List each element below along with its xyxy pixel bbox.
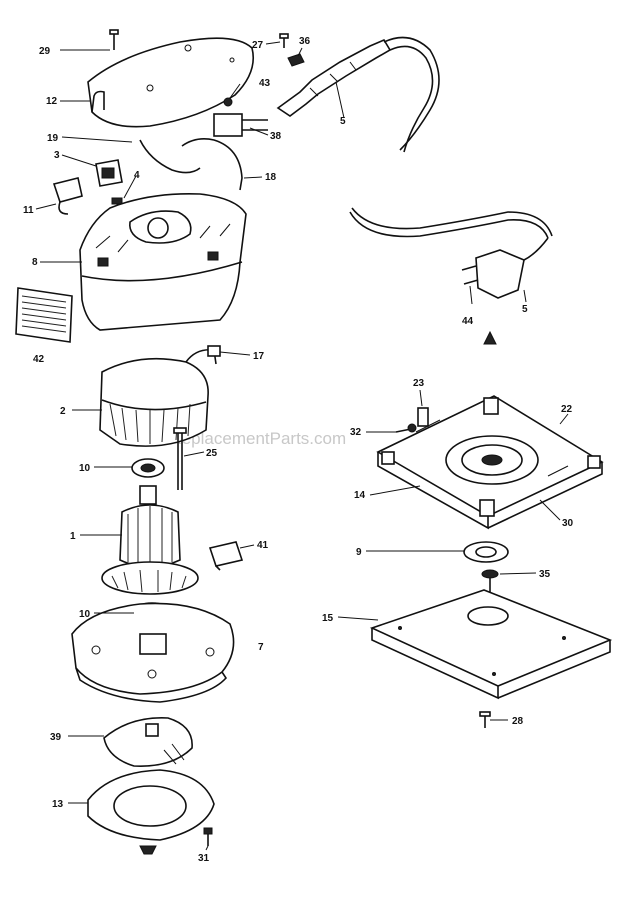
counterweight-39 [103, 717, 193, 767]
screw-35 [481, 569, 499, 596]
callout-13: 13 [52, 799, 64, 810]
pin-23 [417, 407, 429, 427]
power-cord-top [276, 36, 440, 153]
gear-case-7 [71, 602, 235, 703]
callout-28: 28 [512, 716, 524, 727]
callout-18: 18 [265, 172, 277, 183]
callout-42: 42 [33, 354, 45, 365]
callout-35: 35 [539, 569, 551, 580]
motor-housing-8 [79, 192, 247, 331]
screw-28 [479, 711, 491, 728]
nut-bottom [139, 845, 157, 855]
bearing-10-upper [131, 458, 165, 478]
leader-lines [35, 41, 569, 851]
callout-39: 39 [50, 732, 62, 743]
base-plate-13 [87, 769, 215, 841]
cord-clip-36 [287, 53, 305, 67]
callout-15: 15 [322, 613, 334, 624]
callout-22: 22 [561, 404, 573, 415]
callout-11: 11 [23, 205, 34, 216]
callout-27: 27 [252, 40, 264, 51]
callout-8: 8 [32, 257, 38, 268]
bearing-9 [463, 541, 509, 563]
callout-4: 4 [134, 170, 140, 181]
callout-2: 2 [60, 406, 66, 417]
callout-31: 31 [198, 853, 210, 864]
callout-12: 12 [46, 96, 58, 107]
screw-25 [173, 427, 187, 490]
callout-41: 41 [257, 540, 269, 551]
callout-25: 25 [206, 448, 218, 459]
callout-5-top: 5 [340, 116, 346, 127]
field-assembly-2 [99, 345, 221, 447]
callout-43: 43 [259, 78, 271, 89]
callout-1: 1 [70, 531, 76, 542]
brush-11 [52, 177, 123, 215]
power-cord-plug [349, 207, 553, 299]
callout-7: 7 [258, 642, 264, 653]
callout-32: 32 [350, 427, 362, 438]
callout-36: 36 [299, 36, 311, 47]
callout-10-upper: 10 [79, 463, 91, 474]
callout-17: 17 [253, 351, 265, 362]
callout-10-lower: 10 [79, 609, 91, 620]
watermark: eReplacementParts.com [160, 429, 346, 448]
callout-9: 9 [356, 547, 362, 558]
wire-18 [181, 138, 243, 191]
callout-labels: 29 12 27 36 43 5 19 38 3 4 18 11 8 42 44… [23, 36, 574, 864]
callout-30: 30 [562, 518, 574, 529]
callout-29: 29 [39, 46, 51, 57]
armature-1 [101, 485, 199, 595]
screw-27 [279, 33, 289, 48]
brush-holder-3 [95, 159, 123, 187]
callout-14: 14 [354, 490, 366, 501]
screw-31 [203, 827, 213, 846]
screw-29 [109, 29, 119, 50]
pad-15 [369, 589, 613, 700]
callout-44: 44 [462, 316, 474, 327]
switch-38 [213, 97, 268, 137]
platen-assembly-14 [376, 395, 604, 530]
callout-3: 3 [54, 150, 60, 161]
cone-marker [483, 330, 497, 345]
callout-19: 19 [47, 133, 59, 144]
nameplate-42 [15, 287, 73, 343]
switch-button-41 [208, 541, 244, 571]
callout-5-plug: 5 [522, 304, 528, 315]
callout-38: 38 [270, 131, 282, 142]
housing-cover [87, 37, 254, 128]
callout-23: 23 [413, 378, 425, 389]
wire-19 [139, 139, 201, 174]
